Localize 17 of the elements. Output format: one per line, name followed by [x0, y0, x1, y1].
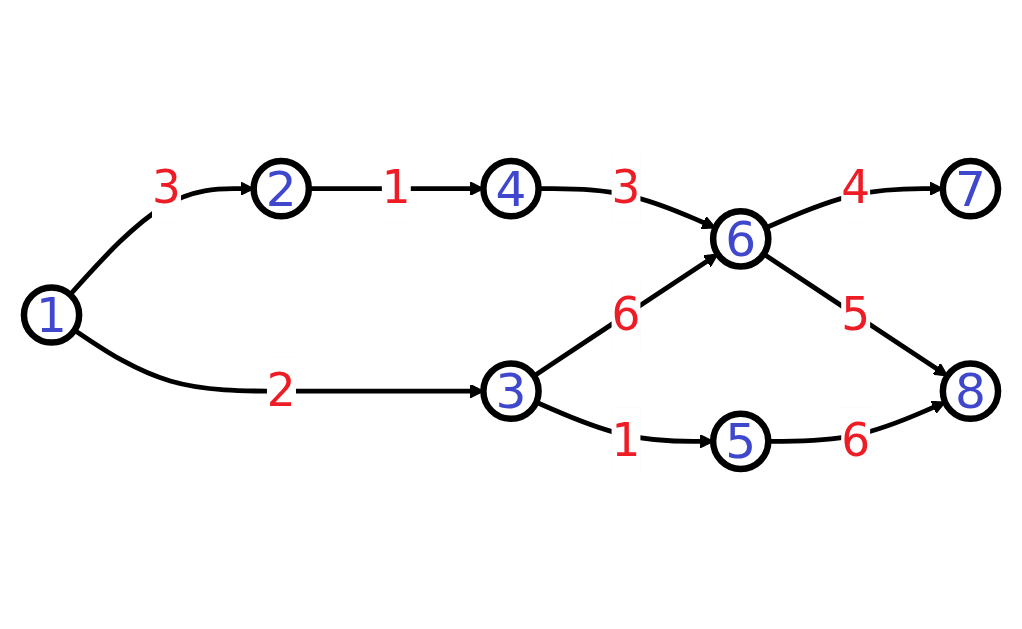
edge-label: 5 — [841, 286, 871, 341]
node-circle: 4 — [480, 157, 542, 219]
edge-label: 2 — [266, 363, 296, 417]
edge-label: 6 — [841, 413, 871, 467]
edge-label: 1 — [611, 413, 641, 467]
node-circle: 7 — [939, 157, 1002, 219]
edge-label: 3 — [611, 160, 641, 215]
edge-label: 6 — [611, 286, 641, 341]
edge-label: 1 — [381, 160, 411, 215]
node-circle: 1 — [20, 283, 83, 346]
edge-label: 4 — [841, 160, 871, 215]
node-circle: 6 — [709, 207, 772, 270]
node-circle: 3 — [480, 359, 542, 422]
node-circle: 5 — [709, 410, 772, 472]
node-circle: 2 — [250, 157, 313, 219]
edge-label: 3 — [151, 160, 181, 215]
node-circle: 8 — [939, 359, 1002, 422]
